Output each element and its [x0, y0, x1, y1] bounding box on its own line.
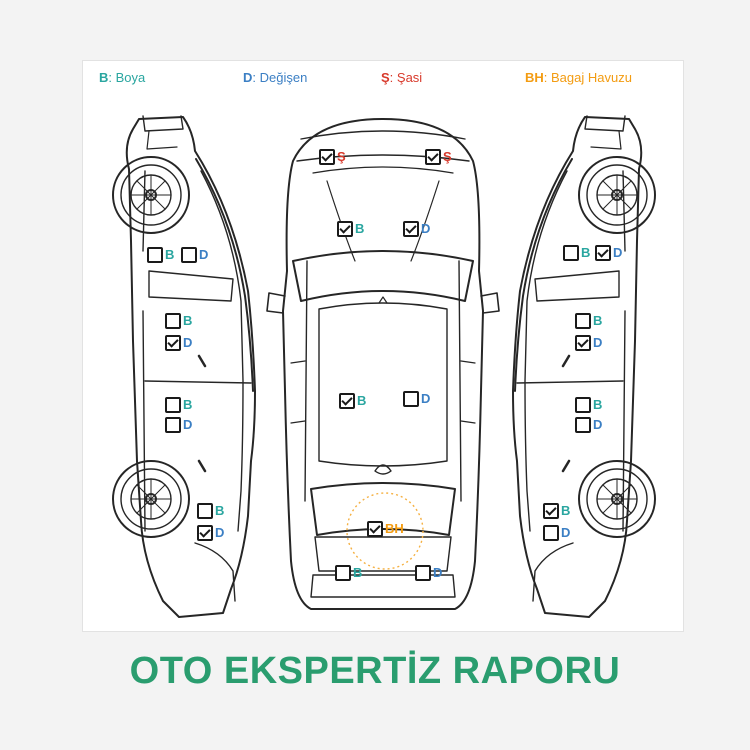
- marker-left-rear-door-boya[interactable]: B: [165, 397, 192, 413]
- legend-bagaj-key: BH: [525, 70, 544, 85]
- marker-right-rear-fender-degisen[interactable]: D: [543, 525, 570, 541]
- marker-right-front-door-boya[interactable]: B: [575, 313, 602, 329]
- bagaj-highlight-circle: [346, 492, 424, 570]
- marker-left-front-fender-degisen[interactable]: D: [181, 247, 208, 263]
- marker-hood-degisen[interactable]: D: [403, 221, 430, 237]
- marker-letter: B: [593, 397, 603, 412]
- marker-trunk-bagaj[interactable]: BH: [367, 521, 404, 537]
- checkbox[interactable]: [543, 503, 559, 519]
- checkbox[interactable]: [165, 397, 181, 413]
- checkbox[interactable]: [563, 245, 579, 261]
- marker-right-front-fender-boya[interactable]: B: [563, 245, 590, 261]
- marker-roof-right-sasi[interactable]: Ş: [425, 149, 452, 165]
- car-diagram-panel: B: Boya D: Değişen Ş: Şasi BH: Bagaj Hav…: [82, 60, 684, 632]
- marker-roof-left-sasi[interactable]: Ş: [319, 149, 346, 165]
- marker-left-front-fender-boya[interactable]: B: [147, 247, 174, 263]
- marker-letter: B: [355, 221, 365, 236]
- marker-letter: D: [593, 417, 603, 432]
- marker-letter: B: [357, 393, 367, 408]
- marker-letter: B: [215, 503, 225, 518]
- legend-boya: B: Boya: [99, 70, 145, 85]
- marker-letter: B: [183, 397, 193, 412]
- marker-letter: B: [593, 313, 603, 328]
- marker-letter: B: [165, 247, 175, 262]
- checkbox[interactable]: [575, 417, 591, 433]
- legend-degisen-key: D: [243, 70, 253, 85]
- legend-degisen-text: : Değişen: [252, 70, 308, 85]
- marker-letter: D: [561, 525, 571, 540]
- marker-left-rear-fender-degisen[interactable]: D: [197, 525, 224, 541]
- marker-letter: D: [183, 335, 193, 350]
- legend-sasi-key: Ş: [381, 70, 390, 85]
- marker-right-rear-door-boya[interactable]: B: [575, 397, 602, 413]
- right-side-car-view: [512, 115, 656, 618]
- marker-left-rear-door-degisen[interactable]: D: [165, 417, 192, 433]
- checkbox[interactable]: [339, 393, 355, 409]
- top-car-view: [266, 118, 500, 610]
- checkbox[interactable]: [165, 313, 181, 329]
- marker-letter: D: [593, 335, 603, 350]
- marker-right-front-fender-degisen[interactable]: D: [595, 245, 622, 261]
- checkbox[interactable]: [575, 313, 591, 329]
- marker-left-front-door-boya[interactable]: B: [165, 313, 192, 329]
- left-side-car-view: [112, 115, 256, 618]
- marker-letter: D: [421, 391, 431, 406]
- checkbox[interactable]: [575, 335, 591, 351]
- checkbox[interactable]: [403, 391, 419, 407]
- checkbox[interactable]: [147, 247, 163, 263]
- page-title: OTO EKSPERTİZ RAPORU: [129, 650, 621, 692]
- marker-rear-bumper-boya[interactable]: B: [335, 565, 362, 581]
- marker-letter: D: [199, 247, 209, 262]
- checkbox[interactable]: [425, 149, 441, 165]
- car-outline-drawing: [112, 115, 656, 618]
- marker-right-rear-door-degisen[interactable]: D: [575, 417, 602, 433]
- legend-sasi: Ş: Şasi: [381, 70, 422, 85]
- checkbox[interactable]: [543, 525, 559, 541]
- marker-left-front-door-degisen[interactable]: D: [165, 335, 192, 351]
- marker-letter: B: [353, 565, 363, 580]
- checkbox[interactable]: [595, 245, 611, 261]
- legend-bagaj-text: : Bagaj Havuzu: [543, 70, 632, 85]
- checkbox[interactable]: [197, 525, 213, 541]
- marker-letter: D: [613, 245, 623, 260]
- legend-sasi-text: : Şasi: [389, 70, 423, 85]
- marker-left-rear-fender-boya[interactable]: B: [197, 503, 224, 519]
- marker-letter: D: [183, 417, 193, 432]
- marker-letter: D: [215, 525, 225, 540]
- marker-letter: BH: [385, 521, 404, 536]
- checkbox[interactable]: [403, 221, 419, 237]
- checkbox[interactable]: [165, 417, 181, 433]
- checkbox[interactable]: [319, 149, 335, 165]
- checkbox[interactable]: [165, 335, 181, 351]
- checkbox[interactable]: [337, 221, 353, 237]
- legend-boya-text: : Boya: [108, 70, 146, 85]
- legend-degisen: D: Değişen: [243, 70, 307, 85]
- marker-right-rear-fender-boya[interactable]: B: [543, 503, 570, 519]
- checkbox[interactable]: [197, 503, 213, 519]
- checkbox[interactable]: [335, 565, 351, 581]
- legend-boya-key: B: [99, 70, 109, 85]
- marker-letter: B: [561, 503, 571, 518]
- marker-letter: Ş: [337, 149, 346, 164]
- marker-rear-bumper-degisen[interactable]: D: [415, 565, 442, 581]
- checkbox[interactable]: [367, 521, 383, 537]
- marker-letter: B: [183, 313, 193, 328]
- marker-letter: Ş: [443, 149, 452, 164]
- marker-letter: D: [433, 565, 443, 580]
- checkbox[interactable]: [575, 397, 591, 413]
- marker-hood-boya[interactable]: B: [337, 221, 364, 237]
- marker-letter: D: [421, 221, 431, 236]
- marker-right-front-door-degisen[interactable]: D: [575, 335, 602, 351]
- legend-bagaj: BH: Bagaj Havuzu: [525, 70, 632, 85]
- checkbox[interactable]: [181, 247, 197, 263]
- marker-top-center-boya[interactable]: B: [339, 393, 366, 409]
- marker-letter: B: [581, 245, 591, 260]
- checkbox[interactable]: [415, 565, 431, 581]
- marker-top-center-degisen[interactable]: D: [403, 391, 430, 407]
